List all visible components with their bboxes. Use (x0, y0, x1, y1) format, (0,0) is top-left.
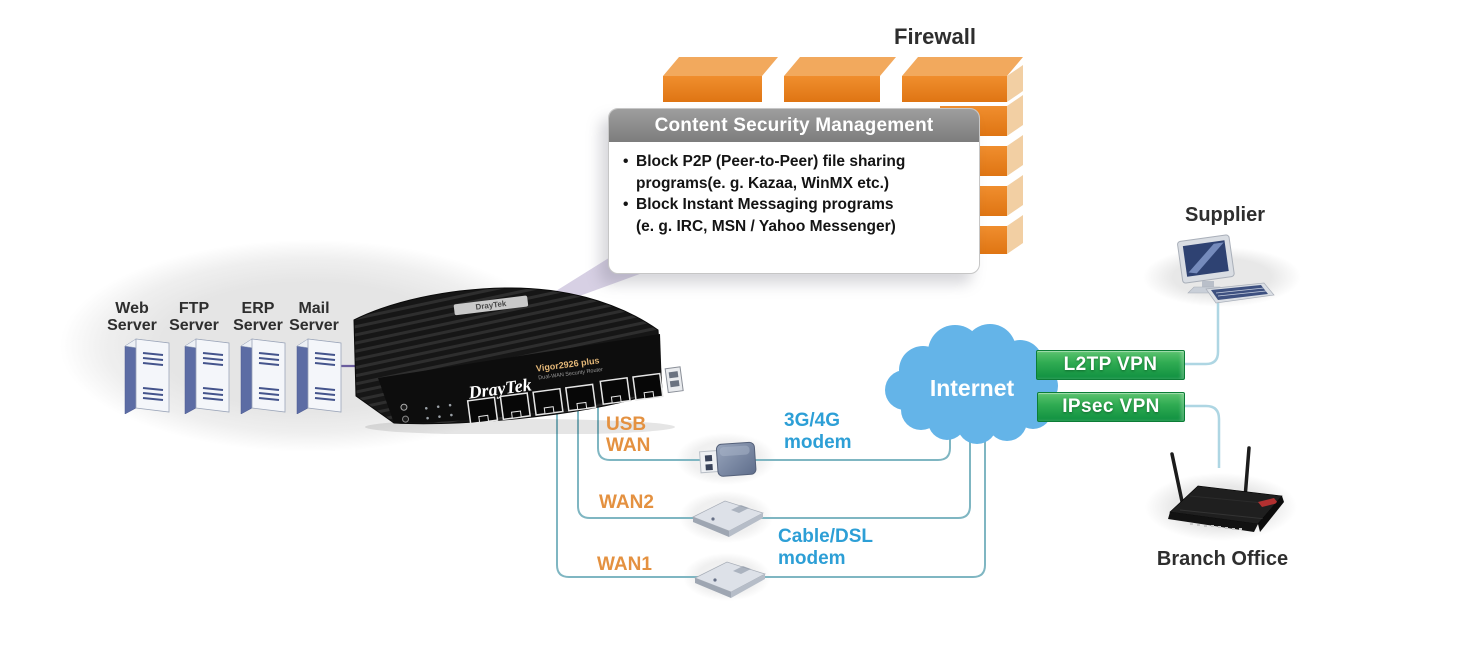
usb-port (664, 366, 684, 394)
wan1-line (556, 398, 986, 578)
internet-cloud: Internet (885, 324, 1058, 444)
mail-server-icon (296, 338, 342, 414)
web-server-icon (124, 338, 170, 414)
csm-callout: Content Security Management • Block P2P … (608, 108, 980, 274)
ftp-server-icon (184, 338, 230, 414)
wan2-line (577, 398, 971, 519)
csm-bullet-2: • Block Instant Messaging programs (e. g… (623, 194, 969, 237)
csm-bullet-1: • Block P2P (Peer-to-Peer) file sharing … (623, 151, 969, 194)
csm-body: • Block P2P (Peer-to-Peer) file sharing … (609, 142, 979, 237)
vigor-router: DrayTek DrayTek Vigor2926 plus Dual-WAN … (353, 287, 684, 434)
csm-title: Content Security Management (609, 109, 979, 142)
csm-bullet-1-line-1: Block P2P (Peer-to-Peer) file sharing (636, 153, 906, 170)
l2tp-vpn-badge: L2TP VPN (1036, 350, 1185, 380)
csm-bullet-1-line-2: programs(e. g. Kazaa, WinMX etc.) (636, 174, 890, 192)
supplier-label: Supplier (1184, 204, 1265, 226)
ipsec-vpn-badge: IPsec VPN (1037, 392, 1185, 422)
router-top-plate: DrayTek (475, 299, 507, 312)
branch-router-icon (1168, 446, 1284, 532)
wan-ports (599, 372, 664, 406)
csm-bullet-2-line-2: (e. g. IRC, MSN / Yahoo Messenger) (636, 217, 896, 235)
usb-wan-line (597, 398, 951, 461)
erp-server-icon (240, 338, 286, 414)
ipsec-branch-line (1184, 404, 1221, 468)
wan1-label: WAN1 (597, 554, 652, 575)
firewall-label: Firewall (894, 24, 976, 49)
internet-label: Internet (930, 375, 1015, 401)
branch-office-label: Branch Office (1156, 548, 1289, 570)
wan1-modem-icon (694, 561, 766, 598)
bullet-icon: • (623, 153, 629, 170)
wan2-modem-icon (692, 500, 764, 537)
l2tp-supplier-line (1184, 302, 1220, 366)
csm-bullet-2-line-1: Block Instant Messaging programs (636, 196, 894, 213)
led-panel (424, 403, 453, 420)
lan-ports (466, 383, 597, 425)
supplier-computer-icon (1177, 234, 1275, 304)
usb-dongle-icon (699, 441, 757, 477)
wan2-label: WAN2 (599, 492, 654, 513)
bullet-icon: • (623, 196, 629, 213)
